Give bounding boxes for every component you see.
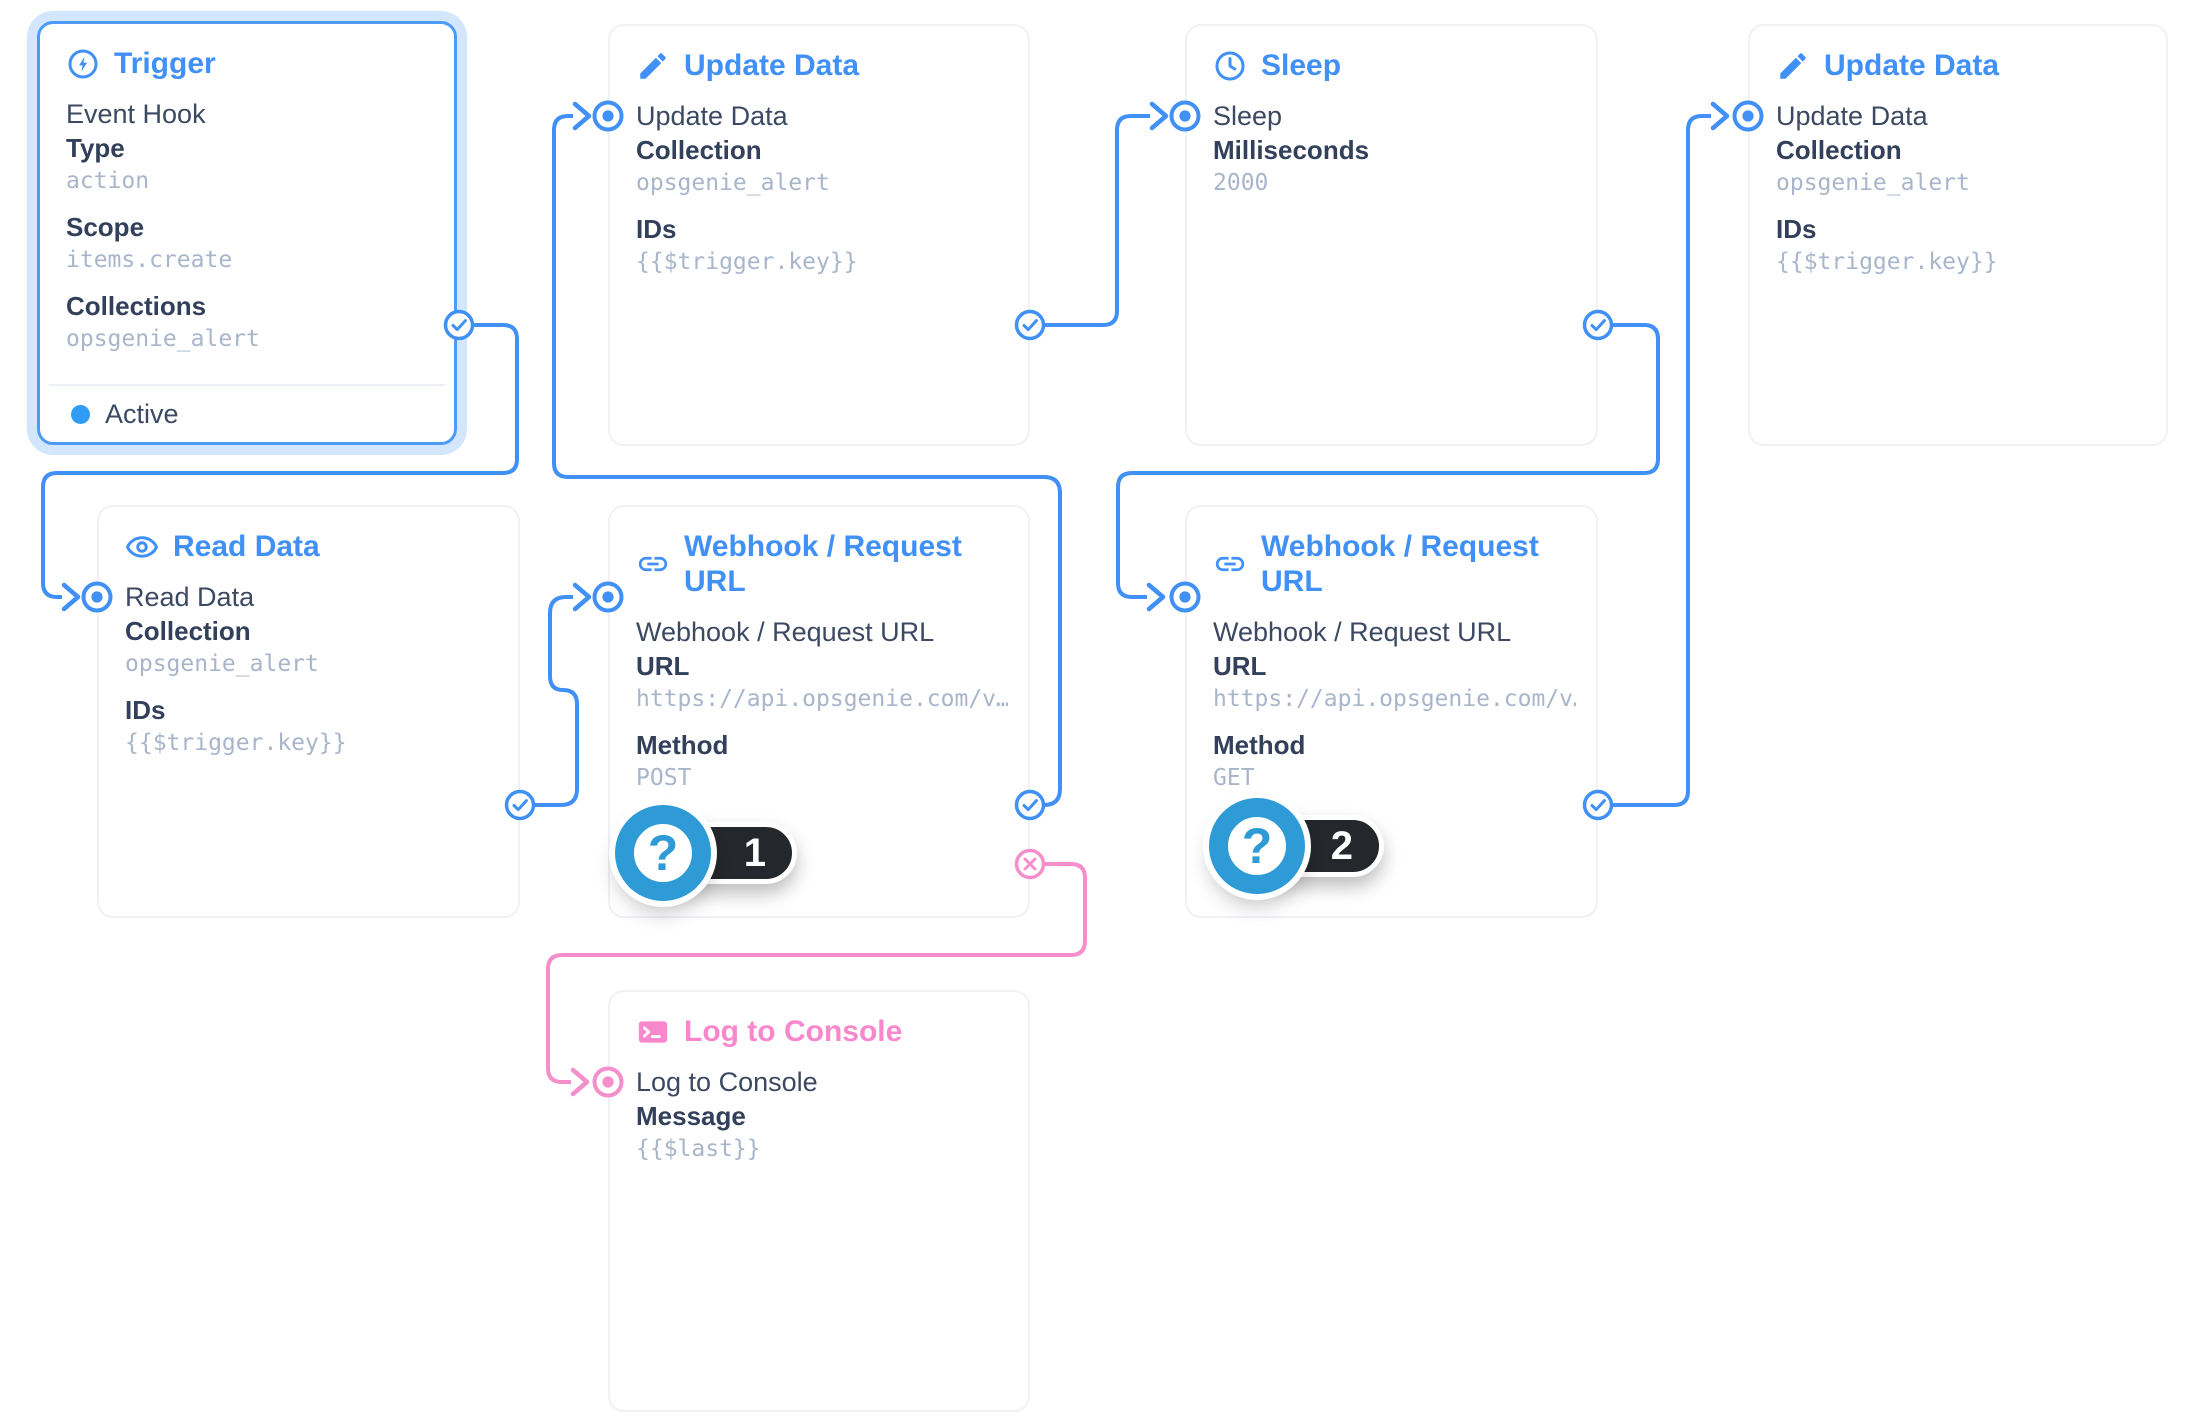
node-field: Milliseconds 2000 [1213, 135, 1370, 196]
node-field: Message {{$last}} [636, 1101, 761, 1162]
node-name: Update Data [636, 101, 788, 131]
resolve-port-check-icon[interactable] [1014, 309, 1046, 341]
input-port[interactable] [81, 581, 113, 613]
question-mark: ? [1241, 818, 1273, 874]
node-field: Collections opsgenie_alert [66, 291, 260, 352]
terminal-icon [638, 1020, 668, 1043]
link-icon [638, 556, 668, 572]
arrowhead-icon [1146, 582, 1166, 612]
node-field: Method GET [1213, 730, 1306, 791]
node-field: IDs {{$trigger.key}} [125, 695, 347, 756]
node-update-data-1[interactable]: Update Data Update Data Collection opsge… [608, 24, 1030, 446]
node-title: Update Data [1776, 48, 2166, 83]
node-field: Collection opsgenie_alert [636, 135, 830, 196]
active-dot [71, 404, 90, 424]
node-update-data-2[interactable]: Update Data Update Data Collection opsge… [1748, 24, 2168, 446]
clock-icon [1215, 50, 1245, 81]
active-label: Active [105, 398, 179, 429]
question-mark: ? [647, 825, 679, 881]
resolve-port-check-icon[interactable] [504, 789, 536, 821]
pencil-icon [1780, 52, 1806, 79]
node-name: Read Data [125, 582, 255, 612]
node-title-label: Webhook / Request URL [1261, 530, 1539, 598]
node-title: Webhook / Request URL [1213, 529, 1596, 599]
node-field: URL https://api.opsgenie.com/v… [1213, 651, 1576, 712]
arrowhead-icon [570, 1067, 590, 1097]
pencil-icon [640, 52, 666, 79]
eye-icon [125, 535, 159, 558]
node-title: Update Data [636, 48, 1028, 83]
node-name: Webhook / Request URL [1213, 617, 1512, 647]
node-title-label: Trigger [114, 47, 216, 80]
arrowhead-icon [1710, 101, 1730, 131]
node-field: URL https://api.opsgenie.com/v… [636, 651, 1008, 712]
resolve-port-check-icon[interactable] [1014, 789, 1046, 821]
node-log-to-console[interactable]: Log to Console Log to Console Message {{… [608, 990, 1030, 1412]
node-field: Scope items.create [66, 212, 233, 273]
node-title: Log to Console [636, 1014, 1028, 1049]
input-port[interactable] [592, 581, 624, 613]
reject-port-x-icon[interactable] [1014, 848, 1046, 880]
arrowhead-icon [572, 582, 592, 612]
node-name: Log to Console [636, 1067, 818, 1097]
node-title-label: Webhook / Request URL [684, 530, 962, 598]
node-field: Collection opsgenie_alert [1776, 135, 1970, 196]
input-port[interactable] [592, 1066, 624, 1098]
node-field: IDs {{$trigger.key}} [636, 214, 858, 275]
question-badge-icon[interactable]: ? [1209, 798, 1305, 894]
wire-webhook2-update2 [1612, 114, 1711, 807]
input-port[interactable] [1169, 581, 1201, 613]
node-title-label: Update Data [684, 49, 860, 82]
input-port[interactable] [1732, 100, 1764, 132]
input-port[interactable] [1169, 100, 1201, 132]
bolt-circle-icon [68, 48, 98, 79]
node-title: Sleep [1213, 48, 1596, 83]
resolve-port-check-icon[interactable] [1582, 309, 1614, 341]
node-field: Type action [66, 133, 150, 194]
wire-read-webhook1 [534, 595, 579, 807]
node-title-label: Sleep [1261, 49, 1342, 82]
node-field: Collection opsgenie_alert [125, 616, 319, 677]
arrowhead-icon [61, 582, 81, 612]
node-title-label: Log to Console [684, 1015, 903, 1048]
node-name: Update Data [1776, 101, 1928, 131]
node-title-label: Update Data [1824, 49, 2000, 82]
resolve-port-check-icon[interactable] [1582, 789, 1614, 821]
node-title: Trigger [66, 46, 454, 81]
arrowhead-icon [1149, 101, 1169, 131]
input-port[interactable] [592, 100, 624, 132]
node-title: Webhook / Request URL [636, 529, 1028, 599]
question-badge-icon[interactable]: ? [615, 805, 711, 901]
link-icon [1215, 556, 1245, 572]
resolve-port-check-icon[interactable] [443, 309, 475, 341]
wire-update1-sleep [1044, 114, 1150, 327]
node-field: Method POST [636, 730, 729, 791]
node-title-label: Read Data [173, 530, 320, 563]
node-trigger[interactable]: Trigger Event Hook Type action Scope ite… [37, 21, 457, 445]
node-name: Webhook / Request URL [636, 617, 935, 647]
node-name: Event Hook [66, 99, 206, 129]
trigger-status: Active [49, 384, 445, 442]
arrowhead-icon [572, 101, 592, 131]
node-name: Sleep [1213, 101, 1283, 131]
node-title: Read Data [125, 529, 518, 564]
node-read-data[interactable]: Read Data Read Data Collection opsgenie_… [97, 505, 520, 918]
node-sleep[interactable]: Sleep Sleep Milliseconds 2000 [1185, 24, 1598, 446]
node-field: IDs {{$trigger.key}} [1776, 214, 1998, 275]
